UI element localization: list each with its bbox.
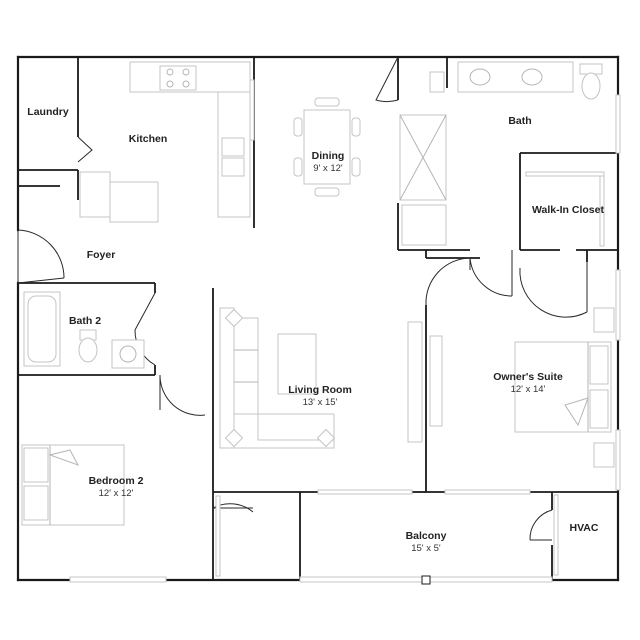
room-label-balcony: Balcony	[406, 530, 447, 542]
room-label-bath: Bath	[508, 115, 531, 127]
room-dims-balcony: 15' x 5'	[411, 543, 441, 554]
room-label-bath-2: Bath 2	[69, 315, 101, 327]
room-dims-owners-suite: 12' x 14'	[511, 384, 546, 395]
room-label-foyer: Foyer	[87, 249, 116, 261]
room-labels: Laundry Kitchen Dining 9' x 12' Bath Wal…	[27, 106, 604, 554]
room-label-laundry: Laundry	[27, 106, 69, 118]
windows	[69, 94, 621, 585]
fixtures	[21, 61, 615, 577]
room-label-owners-suite: Owner's Suite	[493, 371, 563, 383]
room-label-dining: Dining	[312, 150, 345, 162]
room-dims-bedroom-2: 12' x 12'	[99, 488, 134, 499]
room-dims-living-room: 13' x 15'	[303, 397, 338, 408]
room-label-walk-in-closet: Walk-In Closet	[532, 204, 604, 216]
room-label-kitchen: Kitchen	[129, 133, 168, 145]
interior-walls	[18, 57, 618, 580]
room-dims-dining: 9' x 12'	[313, 163, 343, 174]
doors	[17, 56, 588, 541]
room-label-living-room: Living Room	[288, 384, 352, 396]
room-label-bedroom-2: Bedroom 2	[89, 475, 144, 487]
room-label-hvac: HVAC	[570, 522, 599, 534]
